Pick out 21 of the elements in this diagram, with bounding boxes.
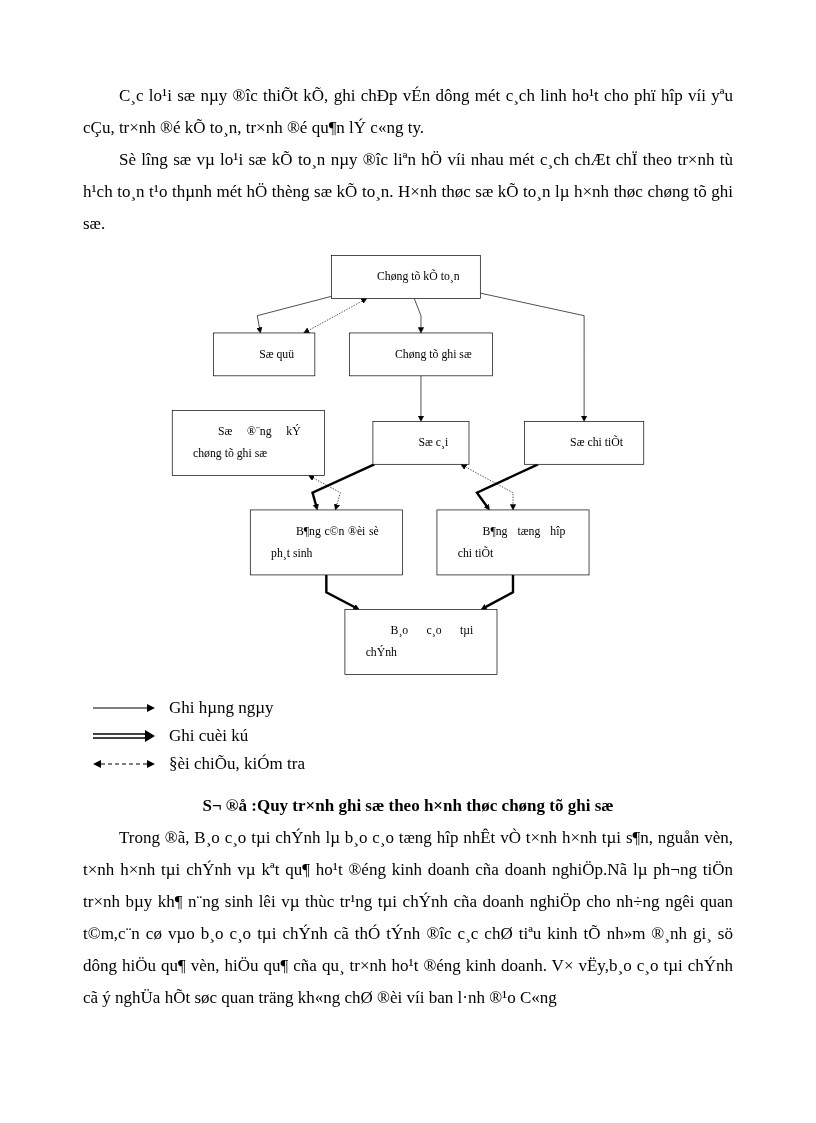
arrow — [311, 463, 375, 511]
node-box: Chøng tõ kÕ to¸n — [331, 255, 481, 299]
body-paragraph: C¸c lo¹i sæ nµy ®îc thiÕt kÕ, ghi chÐp vÉn dông mét c¸ch linh ho¹t cho phï hîp víi yªu cÇu, tr×nh ®é kÕ to¸n, tr×nh ®é qu¶n lÝ c«ng ty. — [83, 85, 733, 139]
body-paragraph: Trong ®ã, B¸o c¸o tµi chÝnh lµ b¸o c¸o tæng hîp nhÊt vÒ t×nh h×nh tµi s¶n, nguån vèn, t×nh h×nh tµi chÝnh vµ kªt qu¶ ho¹t ®éng kinh doanh cña doanh nghiÖp.Nã lµ ph¬ng tiÖn tr×nh bµy kh¶ n¨ng sinh lêi vµ thùc tr¹ng tµi chÝnh cña doanh nghiÖp cho nh÷ng ngêi quan t©m,c¨n cø vµo b¸o c¸o tµi chÝnh cã thÓ tÝnh ®îc c¸c chØ tiªu kinh tÕ nh»m ®¸nh gi¸ sö dông hiÖu qu¶ vèn, hiÖu qu¶ cña qu¸ tr×nh ho¹t ®éng kinh doanh. V× vËy,b¸o c¸o tµi chÝnh cã ý nghÜa hÕt søc quan träng kh«ng chØ ®èi víi ban l·nh ®¹o C«ng — [83, 827, 733, 1009]
legend-text: Ghi hµng ngµy — [169, 698, 274, 718]
node-box: B¶ng tæng hîp chi tiÕt — [436, 509, 590, 576]
node-box: Sæ chi tiÕt — [524, 421, 645, 465]
node-box: Sæ c¸i — [372, 421, 470, 465]
node-box: B¸o c¸o tµi chÝnh — [344, 609, 498, 675]
arrow — [480, 574, 515, 610]
arrow — [325, 574, 360, 610]
body-paragraph: Sè lîng sæ vµ lo¹i sæ kÕ to¸n nµy ®îc liªn hÖ víi nhau mét c¸ch chÆt chÏ theo tr×nh tù h¹ch to¸n t¹o thµnh mét hÖ thèng sæ kÕ to¸n. H×nh thøc sæ kÕ to¸n lµ h×nh thøc chøng tõ ghi sæ. — [83, 149, 733, 235]
arrow — [308, 475, 341, 511]
node-box: Sæ ®¨ng kÝ chøng tõ ghi sæ — [171, 410, 325, 476]
node-box: B¶ng c©n ®èi sè ph¸t sinh — [249, 509, 403, 576]
node-box: Chøng tõ ghi sæ — [349, 332, 493, 377]
node-box: Sæ quü — [213, 332, 316, 377]
legend-text: Ghi cuèi kú — [169, 726, 249, 746]
diagram-caption: S¬ ®å :Quy tr×nh ghi sæ theo h×nh thøc chøng tõ ghi sæ — [201, 796, 615, 816]
arrow — [475, 463, 539, 511]
legend-text: §èi chiÕu, kiÓm tra — [169, 754, 305, 774]
